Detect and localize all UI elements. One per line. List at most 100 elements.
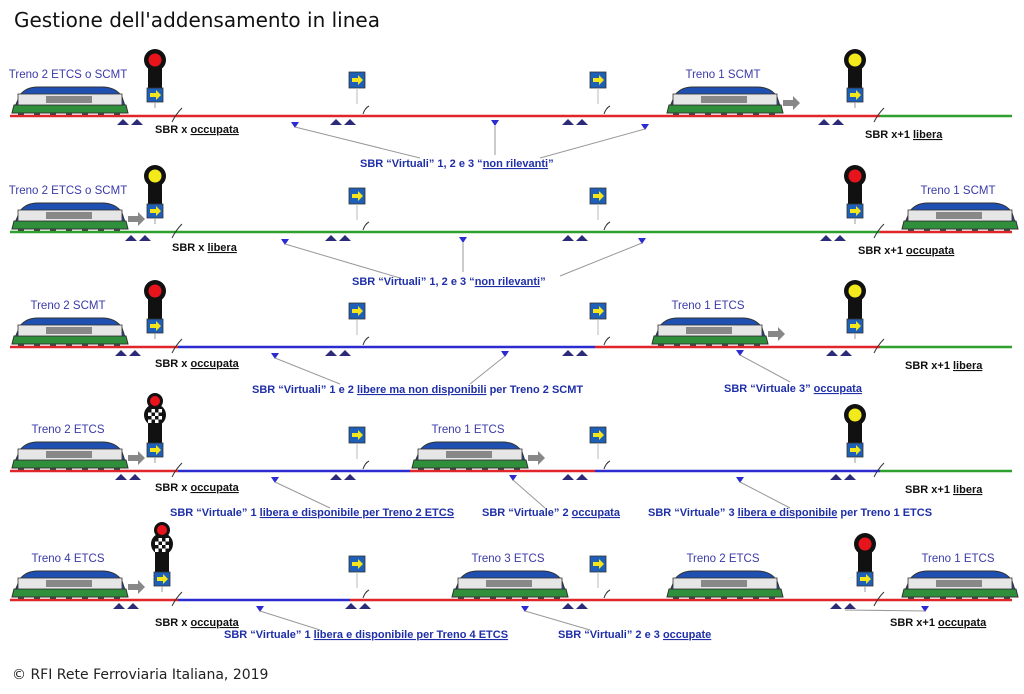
pointer-triangle — [736, 477, 744, 483]
arrow-right-icon — [157, 574, 168, 584]
balise — [562, 119, 574, 125]
label-text: SBR x — [155, 617, 190, 629]
train — [901, 202, 1019, 231]
section-label: SBR “Virtuale” 1 libera e disponibile pe… — [170, 507, 454, 519]
train-wheel — [1004, 597, 1010, 599]
train-wheel — [98, 597, 104, 599]
joint-mark — [362, 221, 370, 231]
balise — [359, 603, 371, 609]
signal-check — [158, 538, 162, 542]
signal-red — [144, 49, 166, 108]
balise — [830, 603, 842, 609]
train-wheel — [908, 597, 914, 599]
label-text: SBR “Virtuali” 1, 2 e 3 “ — [360, 158, 483, 170]
train-wheel — [940, 229, 946, 231]
section-label: SBR “Virtuale 3” occupata — [724, 383, 863, 395]
joint-mark — [603, 336, 611, 346]
joint-mark — [603, 221, 611, 231]
train-windows — [46, 580, 92, 587]
train-wheel — [721, 113, 727, 115]
train — [666, 86, 784, 115]
label-text: ” — [548, 158, 554, 170]
arrow-right-icon — [352, 75, 363, 85]
train-wheel — [50, 468, 56, 470]
train-wheel — [466, 468, 472, 470]
section-label: SBR “Virtuali” 2 e 3 occupate — [558, 629, 711, 641]
train-windows — [486, 580, 532, 587]
signal-lamp-yellow — [848, 408, 862, 422]
arrow-right-icon — [593, 75, 604, 85]
train-wheel — [50, 597, 56, 599]
signal-post — [848, 68, 862, 88]
label-text: SBR “Virtuale” 1 — [224, 629, 314, 641]
label-status: libera e disponibile — [738, 507, 838, 519]
balise — [127, 603, 139, 609]
arrow-right-icon — [850, 321, 861, 331]
balise — [129, 474, 141, 480]
signal-lamp-red — [150, 396, 160, 406]
section-label: SBR x+1 occupata — [890, 617, 987, 629]
signal-check — [151, 412, 155, 416]
signal-check — [158, 541, 162, 545]
balise — [344, 474, 356, 480]
joint-mark — [171, 223, 183, 239]
copyright: © RFI Rete Ferroviaria Italiana, 2019 — [12, 667, 269, 683]
train-windows — [936, 580, 982, 587]
balise — [117, 119, 129, 125]
label-text: SBR “Virtuali” 2 e 3 — [558, 629, 663, 641]
arrow-right-icon — [352, 191, 363, 201]
arrow-right-icon — [850, 445, 861, 455]
train-wheel — [50, 113, 56, 115]
train — [11, 441, 129, 470]
pointer-triangle — [736, 350, 744, 356]
signal-check — [158, 416, 162, 420]
signal-post — [155, 552, 169, 572]
label-text: SBR x+1 — [905, 484, 953, 496]
train-label: Treno 4 ETCS — [31, 553, 104, 565]
train-skirt — [901, 588, 1019, 598]
train-wheel — [956, 597, 962, 599]
label-text: SBR x — [155, 358, 190, 370]
pointer-line — [294, 126, 421, 159]
train-wheel — [66, 344, 72, 346]
balise — [576, 119, 588, 125]
signal-check — [158, 409, 162, 413]
train-wheel — [988, 597, 994, 599]
balise — [325, 350, 337, 356]
train-wheel — [554, 597, 560, 599]
arrow-right-icon — [150, 90, 161, 100]
signal-red — [854, 533, 876, 592]
train-wheel — [988, 229, 994, 231]
train-wheel — [34, 113, 40, 115]
arrow-right-icon — [593, 559, 604, 569]
label-status: occupata — [190, 358, 239, 370]
train — [901, 570, 1019, 599]
joint-mark — [603, 460, 611, 470]
signal-yellow — [844, 49, 866, 108]
signal-check — [148, 412, 152, 416]
balise — [576, 474, 588, 480]
train-wheel — [66, 597, 72, 599]
signal-check — [155, 409, 159, 413]
pointer-line — [284, 243, 401, 279]
virtual-marker — [348, 187, 370, 231]
joint-mark — [171, 591, 183, 607]
virtual-marker — [348, 555, 370, 599]
balise — [139, 235, 151, 241]
train-wheel — [972, 597, 978, 599]
train-wheel — [769, 597, 775, 599]
train-wheel — [673, 113, 679, 115]
pointer-triangle — [256, 606, 264, 612]
label-text: SBR x+1 — [865, 129, 913, 141]
train-wheel — [82, 468, 88, 470]
train-skirt — [11, 104, 129, 114]
train-wheel — [972, 229, 978, 231]
train-label: Treno 2 ETCS — [686, 553, 759, 565]
train-wheel — [82, 597, 88, 599]
train-wheel — [34, 597, 40, 599]
train-skirt — [666, 588, 784, 598]
train-label: Treno 2 SCMT — [31, 300, 106, 312]
balise — [820, 235, 832, 241]
signal-lamp-red — [848, 169, 862, 183]
